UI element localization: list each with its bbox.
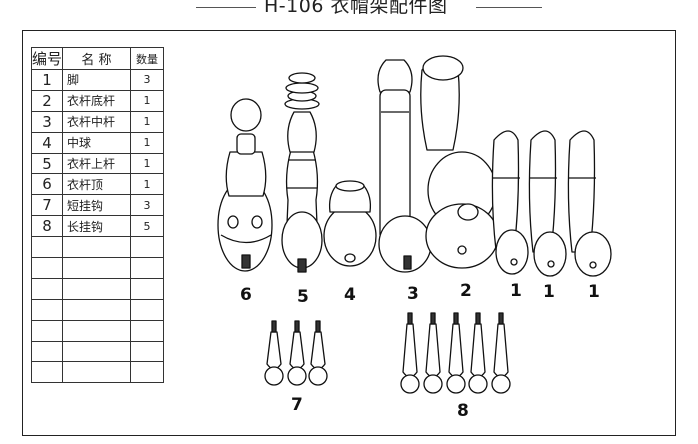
- label-part-3: 3: [407, 284, 419, 304]
- parts-table-empty-row: [31, 340, 164, 363]
- label-part-5: 5: [297, 287, 309, 307]
- parts-table-empty-row: [31, 361, 164, 384]
- short-hook: [308, 320, 328, 386]
- diagram-title: H-106 衣帽架配件图: [0, 0, 698, 26]
- empty-cell: [130, 340, 164, 363]
- part-5-drawing: [281, 72, 323, 273]
- part-name: 衣杆中杆: [62, 110, 131, 133]
- long-hook: [423, 312, 443, 394]
- drawing-frame: [22, 30, 676, 436]
- short-hook: [264, 320, 284, 386]
- part-name: 衣杆顶: [62, 173, 131, 196]
- empty-cell: [130, 361, 164, 384]
- part-8-drawing: [400, 312, 511, 394]
- diagram-title-text: H-106 衣帽架配件图: [264, 0, 448, 17]
- part-1-leg-a: [491, 130, 529, 275]
- empty-cell: [130, 257, 164, 279]
- part-quantity: 1: [130, 89, 164, 112]
- part-name: 中球: [62, 131, 131, 154]
- part-name: 衣杆底杆: [62, 89, 131, 112]
- label-part-8: 8: [457, 401, 469, 421]
- part-name: 衣杆上杆: [62, 152, 131, 175]
- part-1-leg-c: [567, 130, 612, 277]
- label-part-1a: 1: [510, 281, 522, 301]
- header-quantity: 数量: [130, 47, 164, 70]
- parts-table-empty-row: [31, 236, 164, 259]
- label-part-7: 7: [291, 395, 303, 415]
- empty-cell: [130, 298, 164, 321]
- parts-table-header: 编号 名 称 数量: [31, 47, 164, 70]
- parts-table-empty-row: [31, 319, 164, 342]
- parts-table-empty-row: [31, 277, 164, 300]
- part-3-drawing: [377, 59, 432, 273]
- part-2-drawing: [420, 55, 499, 269]
- part-4-drawing: [323, 180, 377, 267]
- long-hook: [446, 312, 466, 394]
- label-part-1c: 1: [588, 282, 600, 302]
- short-hook: [287, 320, 307, 386]
- header-number: 编号: [31, 47, 63, 70]
- part-name: 长挂钩: [62, 215, 131, 238]
- empty-cell: [130, 277, 164, 300]
- part-quantity: 3: [130, 69, 164, 91]
- part-6-drawing: [217, 98, 273, 272]
- label-part-1b: 1: [543, 282, 555, 302]
- label-part-4: 4: [344, 285, 356, 305]
- label-part-2: 2: [460, 281, 472, 301]
- long-hook: [491, 312, 511, 394]
- long-hook: [400, 312, 420, 394]
- parts-table-empty-row: [31, 298, 164, 321]
- empty-cell: [130, 236, 164, 259]
- long-hook: [468, 312, 488, 394]
- empty-cell: [130, 319, 164, 342]
- title-rule-left: [196, 7, 256, 8]
- header-name: 名 称: [62, 47, 131, 70]
- part-1-leg-b: [528, 130, 567, 277]
- title-rule-right: [476, 7, 542, 8]
- part-7-drawing: [264, 320, 328, 386]
- label-part-6: 6: [240, 285, 252, 305]
- parts-table-empty-row: [31, 257, 164, 279]
